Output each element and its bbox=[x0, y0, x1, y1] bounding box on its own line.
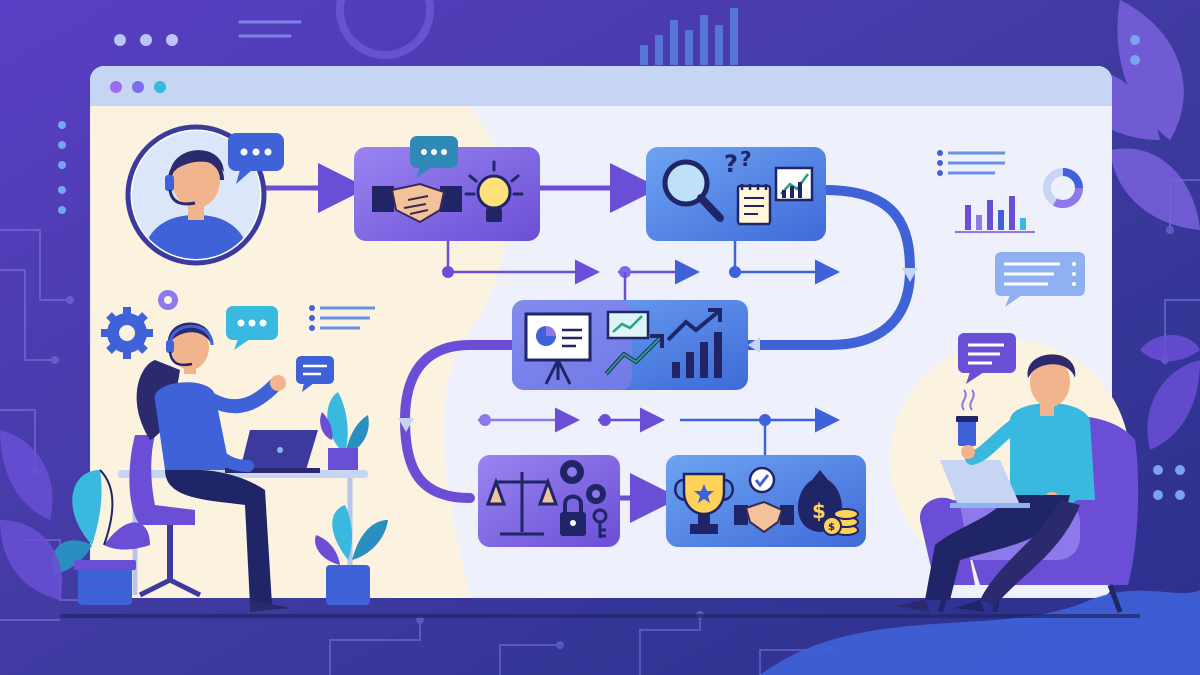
customer-in-armchair bbox=[895, 333, 1139, 613]
circuit-lines-bottom bbox=[329, 611, 834, 675]
padlock-icon bbox=[560, 494, 586, 536]
plant-pot-left bbox=[51, 469, 150, 605]
dots-top-left bbox=[114, 34, 178, 46]
dots-left bbox=[58, 121, 66, 214]
message-bubble-right bbox=[995, 252, 1085, 307]
window-dot-2 bbox=[132, 81, 144, 93]
checkmark-badge-icon bbox=[748, 466, 776, 494]
message-icon bbox=[296, 356, 334, 392]
bar-chart-icon bbox=[955, 196, 1035, 233]
chart-icon bbox=[774, 166, 814, 202]
leaves-bottom-left bbox=[0, 430, 63, 600]
curve-arrow-present bbox=[748, 337, 760, 353]
ring-decoration bbox=[336, 0, 434, 59]
window-dot-3 bbox=[154, 81, 166, 93]
step-contact-avatar[interactable] bbox=[125, 124, 284, 268]
headset-icon bbox=[168, 155, 224, 181]
leaves-bottom-right bbox=[1140, 335, 1200, 450]
trophy-icon bbox=[674, 472, 734, 534]
step-negotiate-node[interactable] bbox=[478, 455, 620, 547]
dots-right bbox=[1130, 35, 1185, 500]
monitor-chart-icon bbox=[606, 310, 650, 340]
headset-icon bbox=[168, 324, 214, 346]
bars-top-decoration bbox=[640, 8, 738, 65]
chat-bubble-icon bbox=[410, 136, 458, 178]
svg-text:$: $ bbox=[812, 499, 826, 523]
presentation-board-icon bbox=[524, 312, 592, 385]
coffee-cup-icon bbox=[956, 389, 978, 446]
svg-text:?: ? bbox=[724, 150, 738, 178]
support-agent-at-desk bbox=[118, 322, 368, 612]
bar-chart-icon bbox=[666, 308, 722, 378]
message-icon bbox=[958, 333, 1016, 384]
key-icon bbox=[592, 508, 608, 538]
wave-bottom-right bbox=[760, 590, 1200, 675]
curve-arrow-right bbox=[902, 268, 918, 282]
chat-bubble-icon bbox=[228, 133, 284, 184]
question-marks-icon: ? ? bbox=[724, 147, 752, 178]
trend-up-icon bbox=[604, 334, 664, 376]
donut-chart-icon bbox=[1043, 168, 1084, 209]
scales-icon bbox=[485, 472, 559, 536]
window-dot-1 bbox=[110, 81, 122, 93]
svg-text:$: $ bbox=[828, 522, 835, 533]
handshake-icon bbox=[372, 182, 462, 224]
svg-text:?: ? bbox=[740, 147, 752, 171]
step-connect-node[interactable] bbox=[354, 136, 540, 241]
gears-icon bbox=[560, 460, 606, 504]
step-present-node[interactable] bbox=[512, 300, 748, 390]
laptop-icon bbox=[940, 460, 1020, 505]
coins-icon: $ bbox=[822, 508, 859, 536]
lines-top bbox=[238, 20, 302, 38]
plant-pot-floor bbox=[315, 505, 388, 605]
flow-connectors bbox=[262, 163, 918, 523]
list-icon-right bbox=[937, 150, 1005, 176]
handshake-icon bbox=[734, 500, 794, 534]
magnifier-icon bbox=[662, 159, 724, 222]
gears-icon bbox=[101, 290, 178, 359]
step-research-node[interactable]: ? ? bbox=[646, 147, 826, 241]
list-icon-left bbox=[309, 305, 375, 331]
step-close-node[interactable]: $ $ bbox=[666, 455, 866, 547]
curve-arrow-left bbox=[398, 418, 414, 432]
notepad-icon bbox=[736, 184, 772, 226]
chat-bubble-icon bbox=[226, 306, 278, 350]
plant-pot-desk bbox=[320, 392, 369, 470]
lightbulb-icon bbox=[464, 160, 524, 222]
